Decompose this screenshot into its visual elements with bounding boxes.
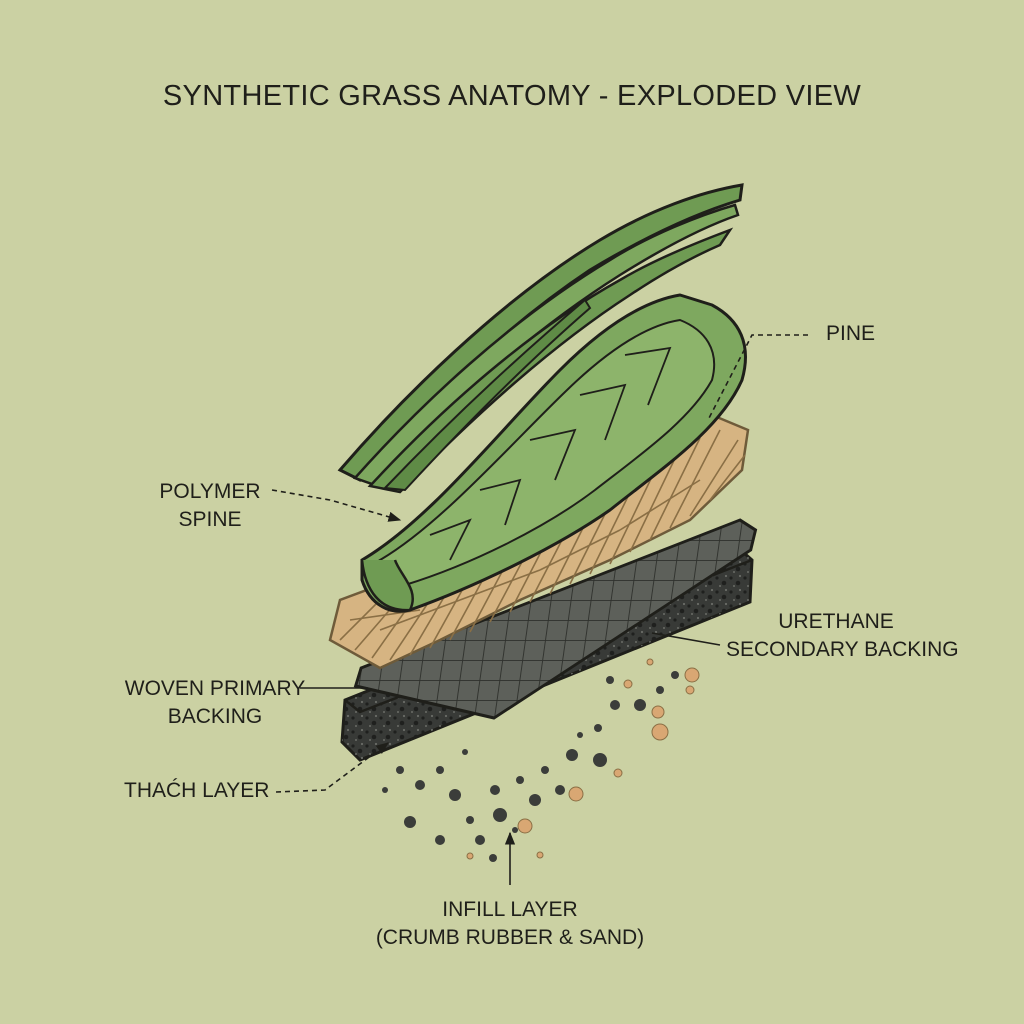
diagram-title: SYNTHETIC GRASS ANATOMY - EXPLODED VIEW	[162, 80, 862, 112]
infill-particles	[382, 658, 700, 862]
label-urethane-line1: URETHANE	[778, 610, 894, 633]
woven-backing-layer	[353, 518, 758, 720]
polymer-spine-leader	[271, 489, 402, 522]
label-woven-line1: WOVEN PRIMARY	[124, 677, 306, 700]
label-thatch-layer: THAĆH LAYER	[124, 777, 269, 805]
leader-lines	[271, 334, 808, 885]
label-polymer-spine-line2: SPINE	[178, 508, 242, 531]
label-thatch-text: THAĆH LAYER	[124, 779, 270, 802]
urethane-leader	[651, 632, 721, 646]
label-woven-backing: WOVEN PRIMARY BACKING	[110, 675, 320, 731]
grass-blades	[337, 183, 744, 494]
label-urethane-line2: SECONDARY BACKING	[726, 638, 959, 661]
label-infill-line1: INFILL LAYER	[442, 898, 578, 921]
label-infill-line2: (CRUMB RUBBER & SAND)	[375, 926, 645, 949]
label-polymer-spine: POLYMER SPINE	[150, 478, 270, 534]
thatch-leader	[275, 742, 390, 793]
label-woven-line2: BACKING	[167, 705, 263, 728]
polymer-spine-blade	[360, 293, 747, 613]
pine-leader	[707, 334, 808, 421]
label-pine-text: PINE	[826, 322, 876, 345]
label-urethane-backing: URETHANE SECONDARY BACKING	[726, 608, 959, 664]
label-pine: PINE	[826, 320, 875, 348]
label-infill-layer: INFILL LAYER (CRUMB RUBBER & SAND)	[360, 896, 660, 952]
label-polymer-spine-line1: POLYMER	[159, 480, 261, 503]
